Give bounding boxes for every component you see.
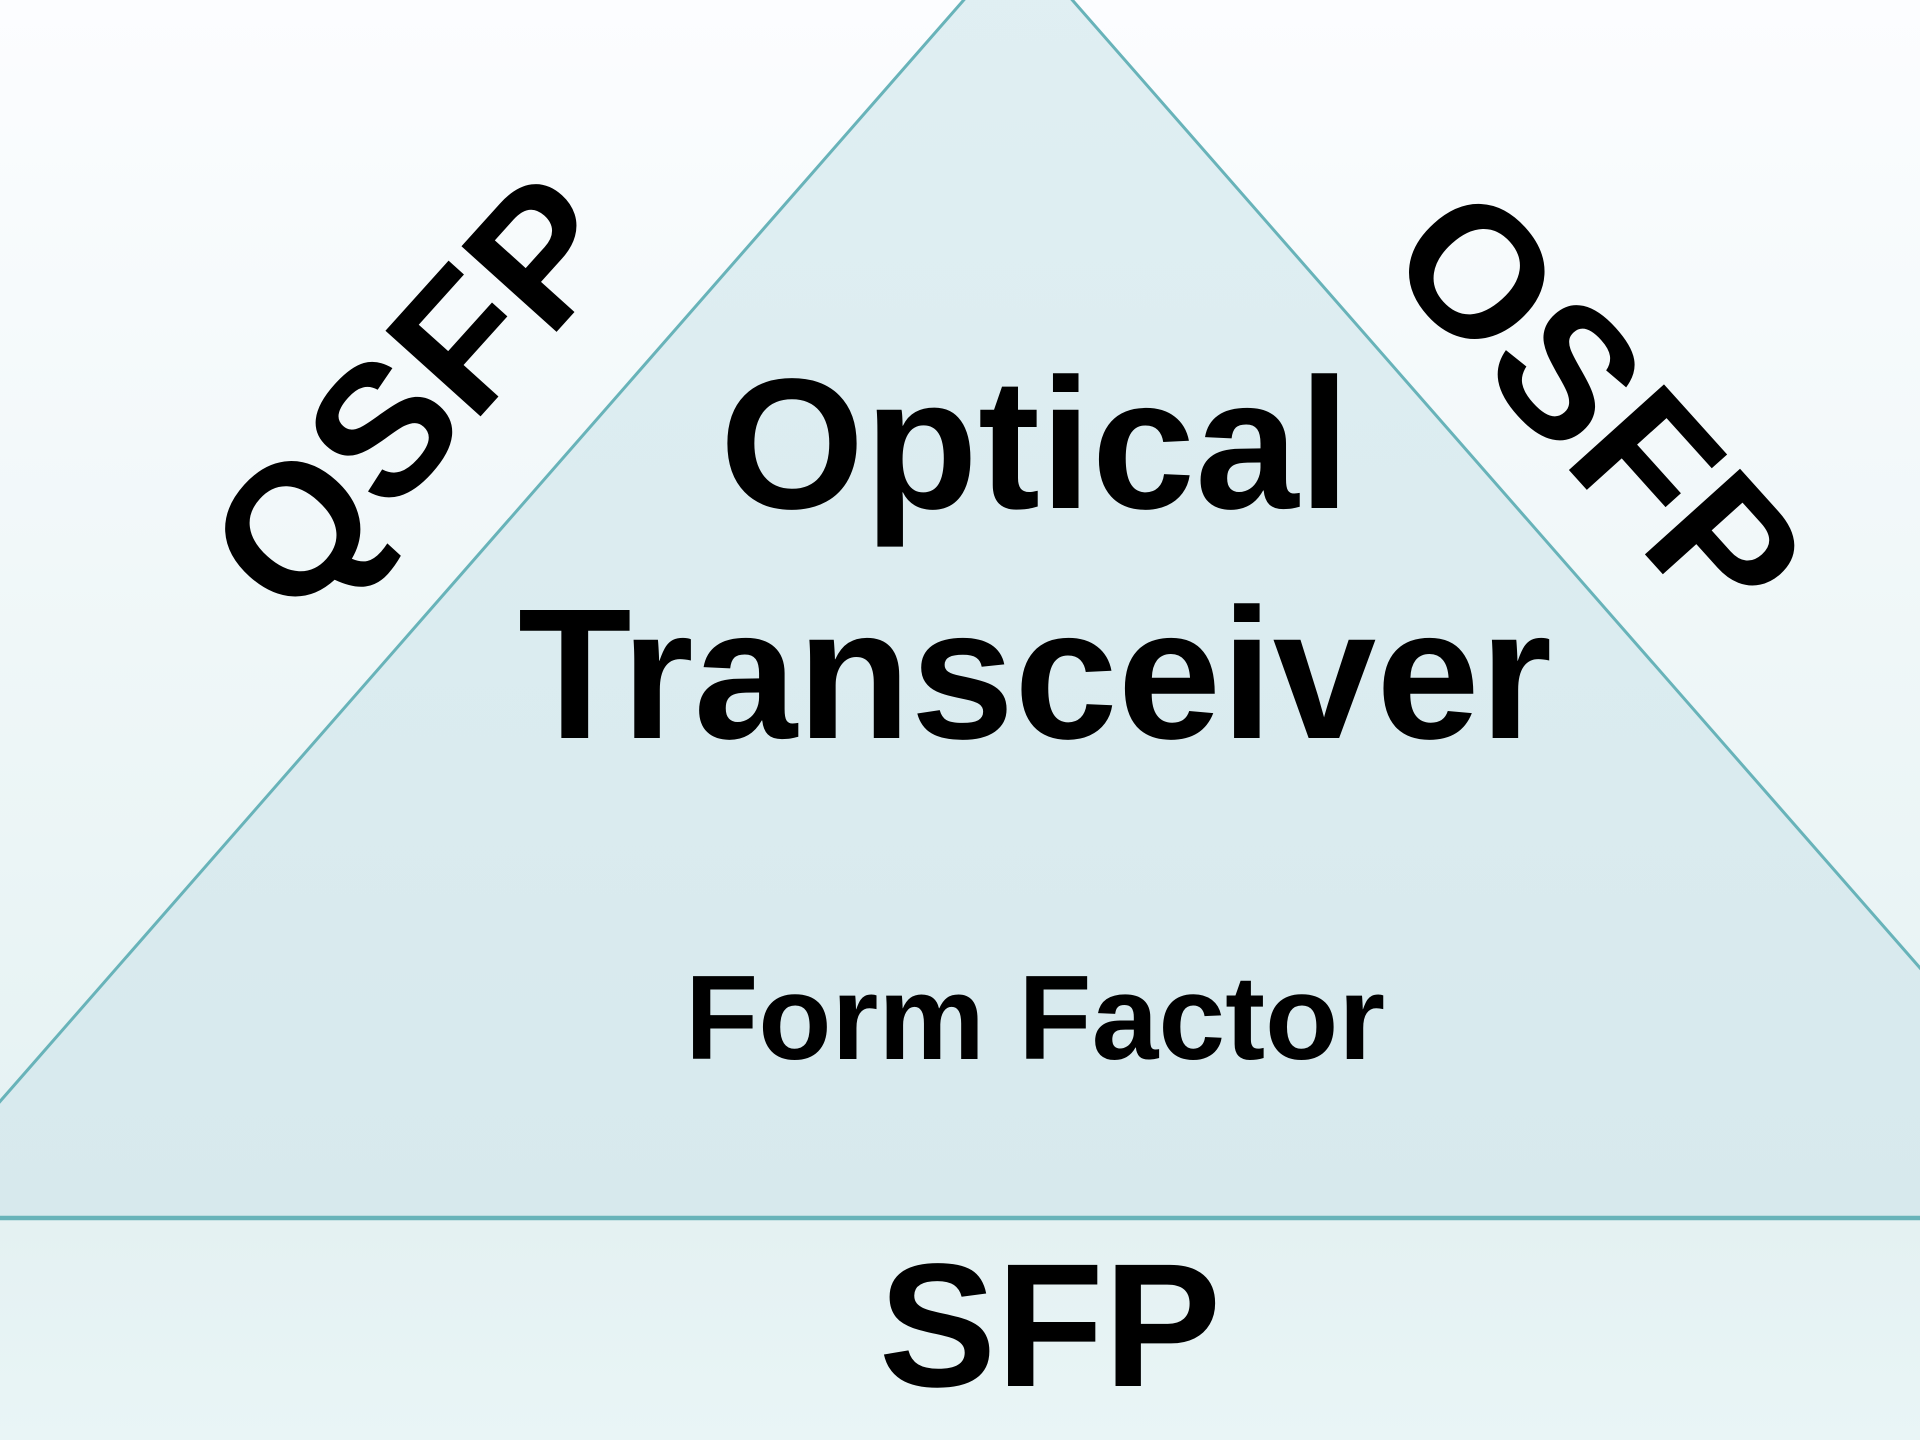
subtitle-form-factor: Form Factor bbox=[684, 951, 1386, 1085]
title-line-1: Optical bbox=[719, 341, 1351, 548]
edge-label-sfp: SFP bbox=[878, 1228, 1222, 1424]
title-line-2: Transceiver bbox=[517, 571, 1553, 778]
title-optical-transceiver: Optical Transceiver bbox=[518, 330, 1552, 790]
